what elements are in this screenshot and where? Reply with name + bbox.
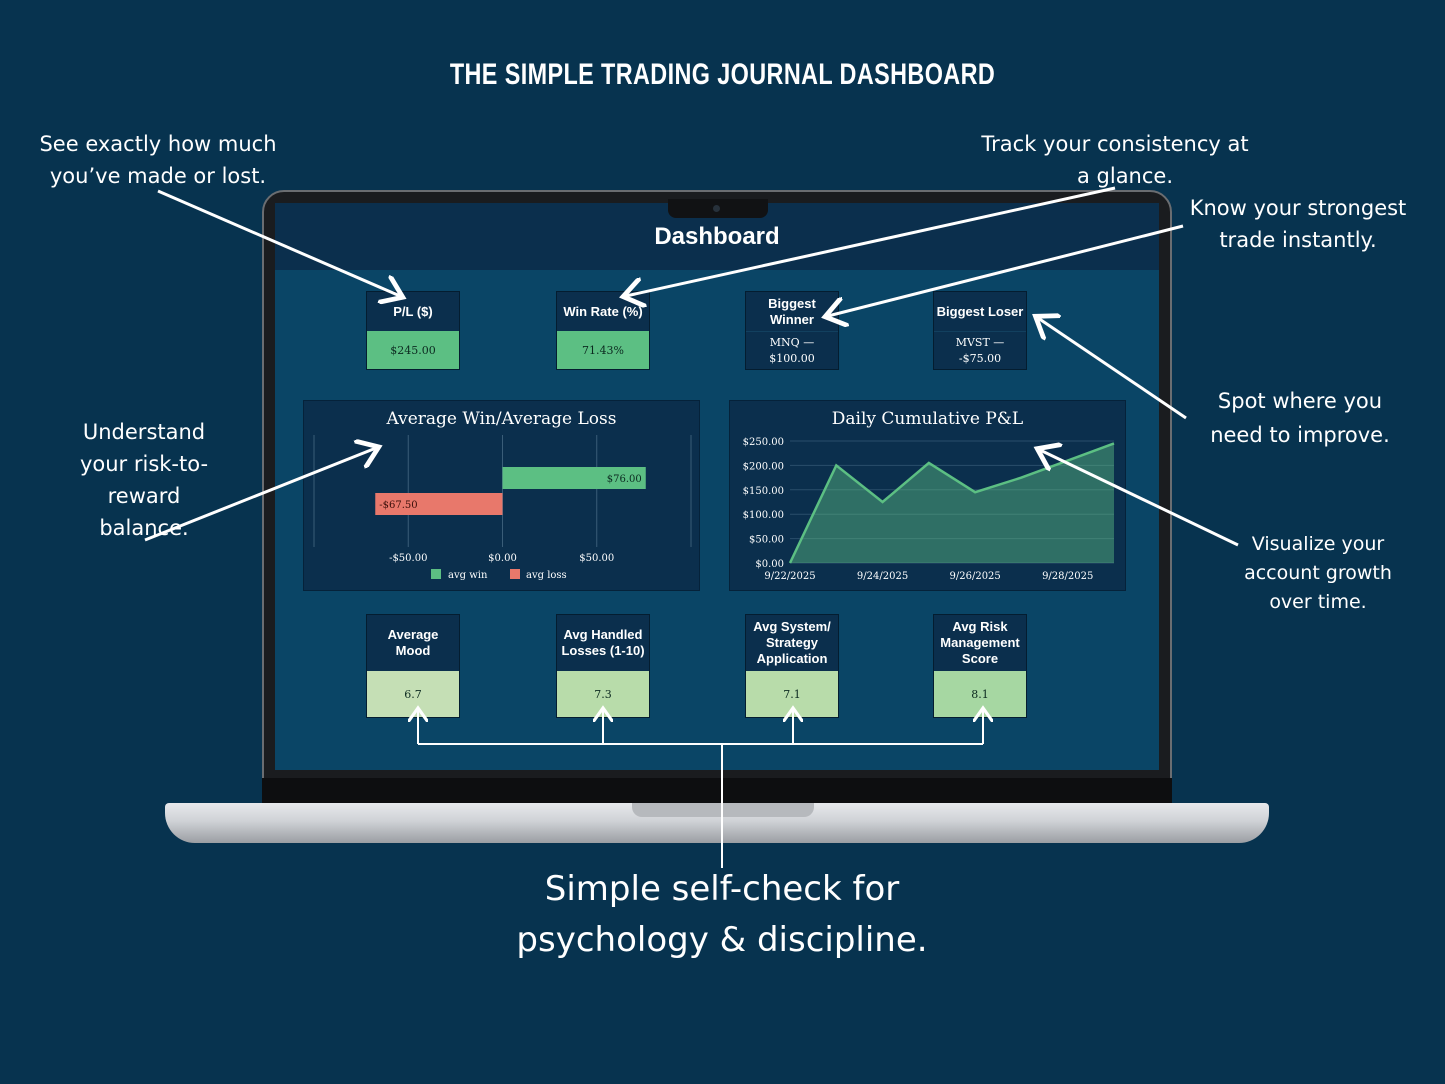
annotation-growth: Visualize your account growth over time. — [1208, 530, 1428, 617]
y-tick-label: $0.00 — [755, 559, 784, 570]
arrow-growth — [1040, 450, 1239, 547]
laptop-hinge — [262, 778, 1172, 804]
bar-label-avg-win: $76.00 — [607, 474, 642, 485]
y-tick-label: $150.00 — [743, 486, 784, 497]
chart-title: Average Win/Average Loss — [386, 409, 617, 429]
annotation-line: Spot where you — [1217, 389, 1383, 413]
cumulative-pl-svg: $250.00$200.00$150.00$100.00$50.00$0.009… — [743, 437, 1115, 582]
card-label: Biggest Winner — [768, 295, 816, 327]
x-tick-label: 9/24/2025 — [857, 571, 908, 582]
card-label: Avg Risk Management Score — [940, 619, 1020, 666]
annotation-line: you’ve made or lost. — [49, 164, 267, 188]
bar-label-avg-loss: -$67.50 — [379, 500, 417, 511]
annotation-self-check: Simple self-check for psychology & disci… — [472, 864, 972, 966]
annotation-line: over time. — [1269, 591, 1367, 613]
card-value: MVST — -$75.00 — [934, 331, 1026, 370]
card-risk-management: Avg Risk Management Score 8.1 — [933, 614, 1027, 718]
x-tick-label: $50.00 — [579, 553, 614, 564]
legend-swatch-avg-win — [431, 569, 441, 579]
card-value: 8.1 — [934, 671, 1026, 717]
x-tick-label: $0.00 — [488, 553, 517, 564]
camera-icon — [713, 205, 720, 212]
annotation-line: Know your strongest — [1189, 196, 1407, 220]
page-title: THE SIMPLE TRADING JOURNAL DASHBOARD — [449, 58, 996, 91]
x-tick-label: 9/22/2025 — [764, 571, 815, 582]
annotation-strongest: Know your strongest trade instantly. — [1170, 192, 1426, 256]
arrow-pl — [157, 189, 400, 296]
card-biggest-loser: Biggest Loser MVST — -$75.00 — [933, 291, 1027, 370]
arrow-win-rate — [626, 186, 1116, 296]
arrow-risk-reward — [144, 448, 376, 542]
annotation-line: account growth — [1244, 562, 1392, 584]
bar-avg-win — [502, 467, 646, 489]
annotation-risk-reward: Understand your risk-to- reward balance. — [44, 416, 244, 544]
annotation-line: Track your consistency at — [981, 132, 1249, 156]
annotation-line: psychology & discipline. — [516, 920, 928, 960]
avg-win-loss-svg: $76.00 -$67.50 -$50.00 $0.00 $50.00 avg win av… — [313, 435, 692, 581]
y-tick-label: $250.00 — [743, 437, 784, 448]
annotation-line: See exactly how much — [39, 132, 277, 156]
y-tick-label: $50.00 — [749, 535, 784, 546]
card-value: 71.43% — [557, 331, 649, 369]
annotation-line: a glance. — [1076, 164, 1174, 188]
annotation-line: need to improve. — [1210, 423, 1390, 447]
dashboard-title: Dashboard — [654, 223, 780, 250]
cumulative-pl-chart: Daily Cumulative P&L $250.00 $200.00 $150.… — [729, 400, 1126, 591]
legend-swatch-avg-loss — [510, 569, 520, 579]
card-label: Avg Handled Losses (1-10) — [561, 627, 645, 658]
annotation-line: reward — [107, 484, 181, 508]
card-label: Average Mood — [387, 627, 439, 658]
bar-avg-loss — [375, 493, 503, 515]
card-label: Biggest Loser — [936, 303, 1024, 319]
card-label: Avg System/ Strategy Application — [753, 619, 831, 666]
card-value: $245.00 — [367, 331, 459, 369]
arrow-biggest-winner — [828, 224, 1184, 316]
avg-win-loss-chart: Average Win/Average Loss $76.00 -$67.50 -$… — [303, 400, 700, 591]
annotation-line: trade instantly. — [1219, 228, 1377, 252]
annotation-line: Visualize your — [1251, 533, 1385, 555]
annotation-line: Simple self-check for — [544, 869, 900, 909]
x-tick-label: 9/28/2025 — [1042, 571, 1093, 582]
y-tick-label: $100.00 — [743, 510, 784, 521]
annotation-improve: Spot where you need to improve. — [1180, 384, 1420, 452]
y-tick-label: $200.00 — [743, 461, 784, 472]
x-tick-label: 9/26/2025 — [950, 571, 1001, 582]
legend-label-avg-loss: avg loss — [526, 570, 567, 581]
x-tick-label: -$50.00 — [389, 553, 427, 564]
annotation-consistency: Track your consistency at a glance. — [960, 128, 1270, 192]
annotation-line: your risk-to- — [79, 452, 209, 476]
card-value: MNQ — $100.00 — [746, 331, 838, 370]
arrow-biggest-loser — [1038, 318, 1187, 420]
card-label: P/L ($) — [393, 303, 433, 319]
annotation-pl: See exactly how much you’ve made or lost… — [18, 128, 298, 192]
card-average-mood: Average Mood 6.7 — [366, 614, 460, 718]
annotation-line: Understand — [82, 420, 206, 444]
legend-label-avg-win: avg win — [448, 570, 488, 581]
chart-title: Daily Cumulative P&L — [831, 409, 1024, 429]
